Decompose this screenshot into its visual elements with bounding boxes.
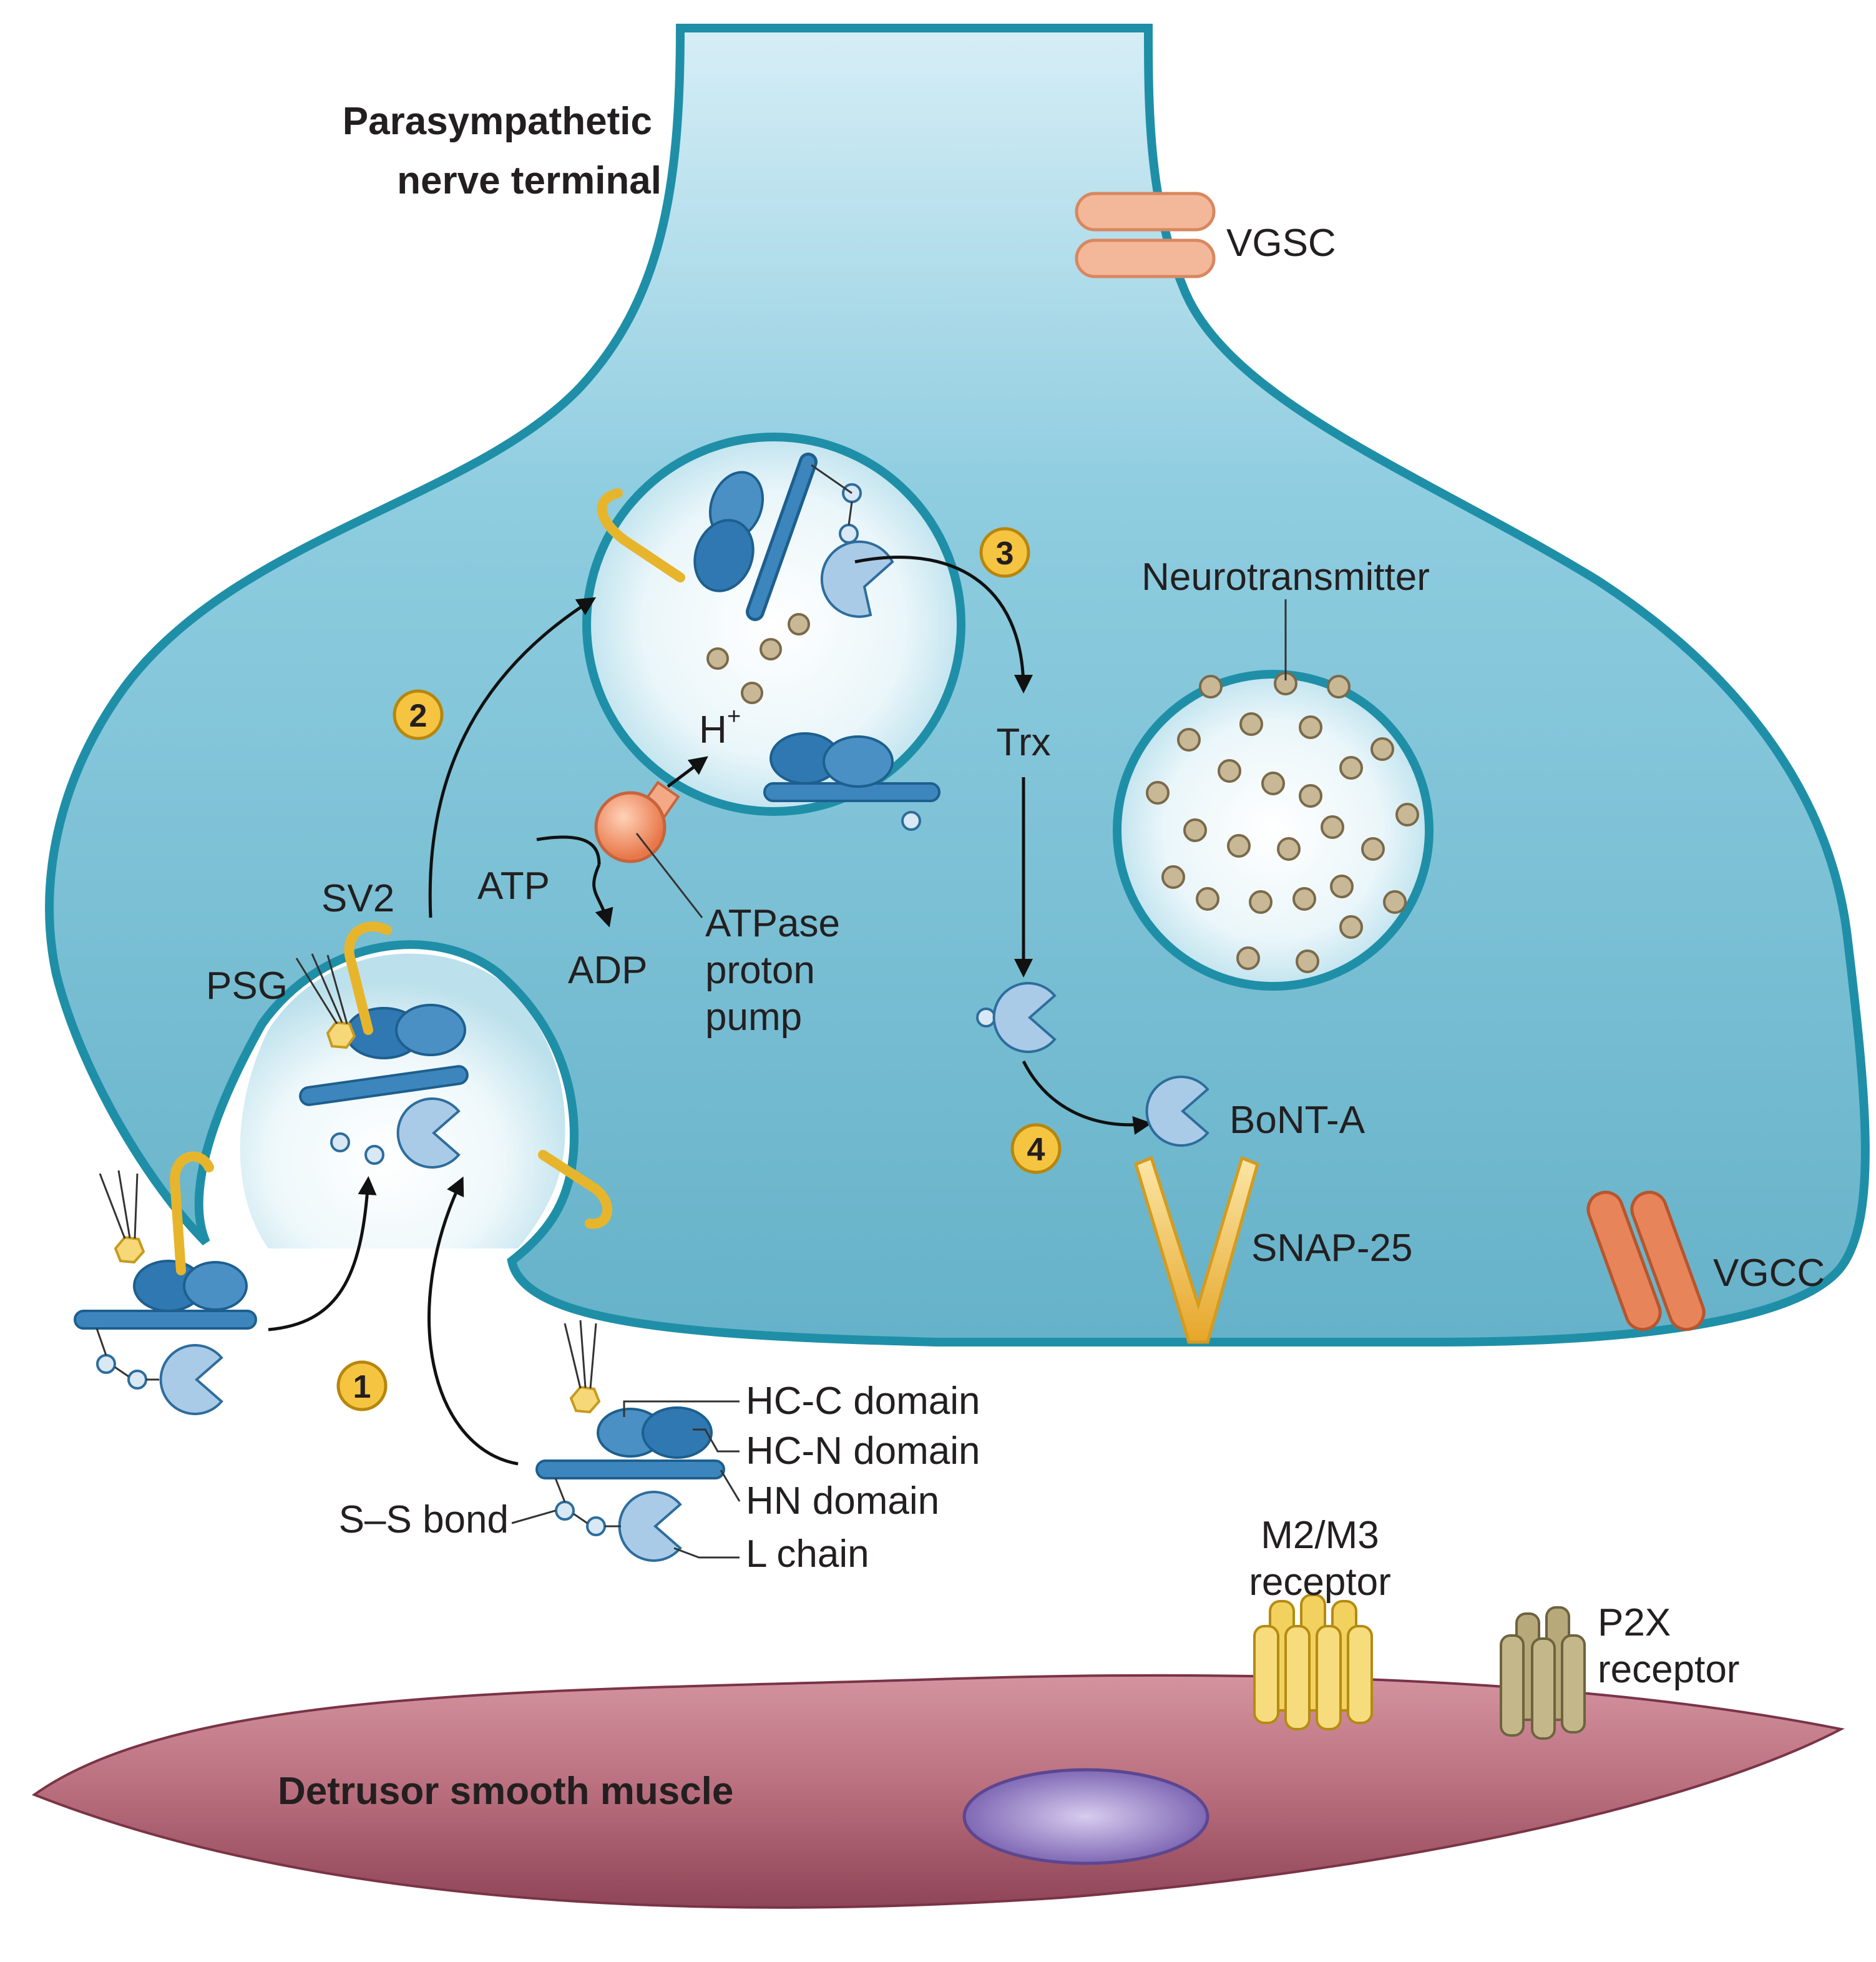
step-1-number: 1 — [353, 1369, 371, 1405]
m2m3-receptor — [1253, 1594, 1373, 1730]
detrusor-muscle-cell — [31, 1674, 1845, 1909]
bont-in-vesicle-top — [693, 453, 894, 621]
neurotransmitter-label: Neurotransmitter — [1141, 556, 1430, 599]
psg-on-pit — [295, 953, 356, 1049]
nerve-terminal-label-line1: Parasympathetic — [343, 100, 652, 143]
vgsc-channel — [1075, 192, 1216, 278]
ss-bond-label: S–S bond — [339, 1498, 509, 1541]
step-1-badge — [336, 1360, 388, 1411]
atpase-label-line2: proton — [705, 949, 815, 992]
bont-in-vesicle-bottom — [763, 732, 940, 831]
atp-label: ATP — [477, 865, 550, 908]
snap25-label: SNAP-25 — [1251, 1227, 1412, 1270]
nerve-terminal-body — [45, 24, 1870, 1346]
vgsc-label: VGSC — [1226, 222, 1336, 265]
protons-in-vesicle — [706, 613, 810, 704]
psg-on-free-bont — [99, 1170, 145, 1264]
muscle-nucleus — [962, 1768, 1209, 1865]
atpase-label-line3: pump — [705, 996, 802, 1039]
psg-legend — [564, 1320, 601, 1414]
step-4-number: 4 — [1027, 1132, 1045, 1168]
step-2-number: 2 — [409, 698, 427, 734]
sv2-on-vesicle — [597, 488, 685, 582]
m2m3-label-line1: M2/M3 — [1261, 1514, 1379, 1557]
step-3-badge — [979, 527, 1030, 578]
h-plus-label: H — [699, 709, 727, 752]
sv2-on-pit — [344, 921, 392, 1035]
free-light-chain — [976, 982, 1057, 1053]
vgcc-label: VGCC — [1713, 1252, 1825, 1295]
l-chain-label: L chain — [746, 1533, 869, 1576]
m2m3-label-line2: receptor — [1249, 1561, 1390, 1604]
nerve-terminal-label-line2: nerve terminal — [397, 159, 662, 202]
p2x-receptor — [1500, 1606, 1586, 1740]
h-plus-sup: + — [727, 704, 741, 730]
sv2-label: SV2 — [321, 877, 394, 920]
step-4-badge — [1010, 1123, 1062, 1174]
endocytic-pit — [240, 953, 565, 1248]
neurotransmitter-vesicle — [1113, 670, 1434, 991]
sv2-on-free-bont — [169, 1151, 214, 1275]
bont-a-light-chain — [1145, 1076, 1209, 1147]
hc-n-label: HC-N domain — [746, 1430, 980, 1473]
bont-in-pit — [299, 1004, 469, 1169]
bont-a-label: BoNT-A — [1229, 1099, 1365, 1142]
p2x-label-line2: receptor — [1598, 1648, 1739, 1691]
trx-label: Trx — [996, 721, 1050, 764]
sv2-on-membrane-right — [538, 1150, 612, 1229]
bont-membrane-left — [74, 1260, 257, 1415]
snap25-protein — [1133, 1155, 1260, 1344]
step-2-badge — [393, 689, 444, 740]
adp-label: ADP — [568, 949, 647, 992]
atpase-label-line1: ATPase — [705, 902, 840, 945]
hn-label: HN domain — [746, 1479, 939, 1523]
psg-label: PSG — [206, 964, 288, 1008]
muscle-label: Detrusor smooth muscle — [278, 1770, 733, 1813]
hc-c-label: HC-C domain — [746, 1380, 980, 1423]
endocytosed-vesicle — [582, 433, 965, 816]
vgcc-channel — [1586, 1190, 1706, 1332]
step-3-number: 3 — [996, 536, 1014, 572]
atpase-proton-pump — [594, 780, 680, 863]
p2x-label-line1: P2X — [1598, 1601, 1671, 1644]
bont-legend-molecule — [535, 1406, 725, 1562]
neurotransmitter-dots — [1146, 672, 1419, 973]
